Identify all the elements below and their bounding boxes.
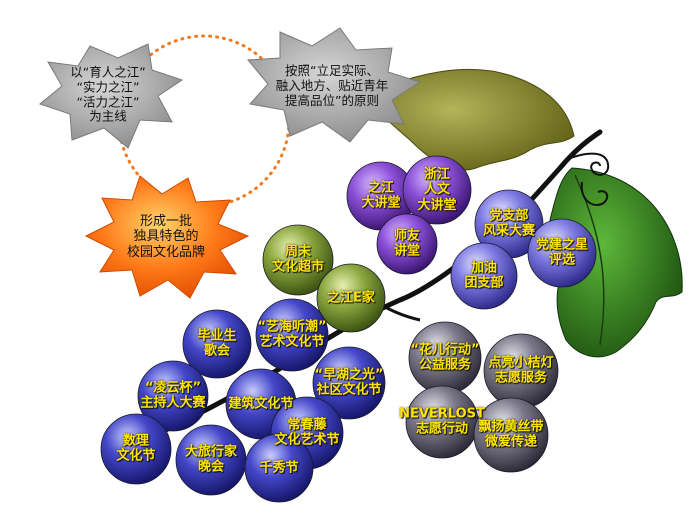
grape-berry [450,242,518,310]
grape-berry [402,155,472,225]
grape-berry [405,385,479,459]
gray-star-right [246,27,422,143]
tendril [564,152,610,176]
grape-berry [483,333,559,409]
grape-cluster [100,155,597,503]
grape-berry [175,424,247,496]
grape-berry [376,213,438,275]
back-leaf [371,68,575,171]
gray-star-left [38,43,184,149]
grape-berry [316,263,386,333]
orange-star [84,175,250,299]
grape-berry [255,298,329,372]
tendril-2 [580,181,609,206]
grape-berry [262,224,334,296]
grape-berry [473,397,549,473]
grape-berry [244,433,314,503]
grape-berry [527,218,597,288]
grape-berry [408,321,482,395]
grape-berry [137,360,209,432]
grape-berry [312,346,386,420]
grape-berry [100,413,172,485]
grape-berry [182,309,252,379]
